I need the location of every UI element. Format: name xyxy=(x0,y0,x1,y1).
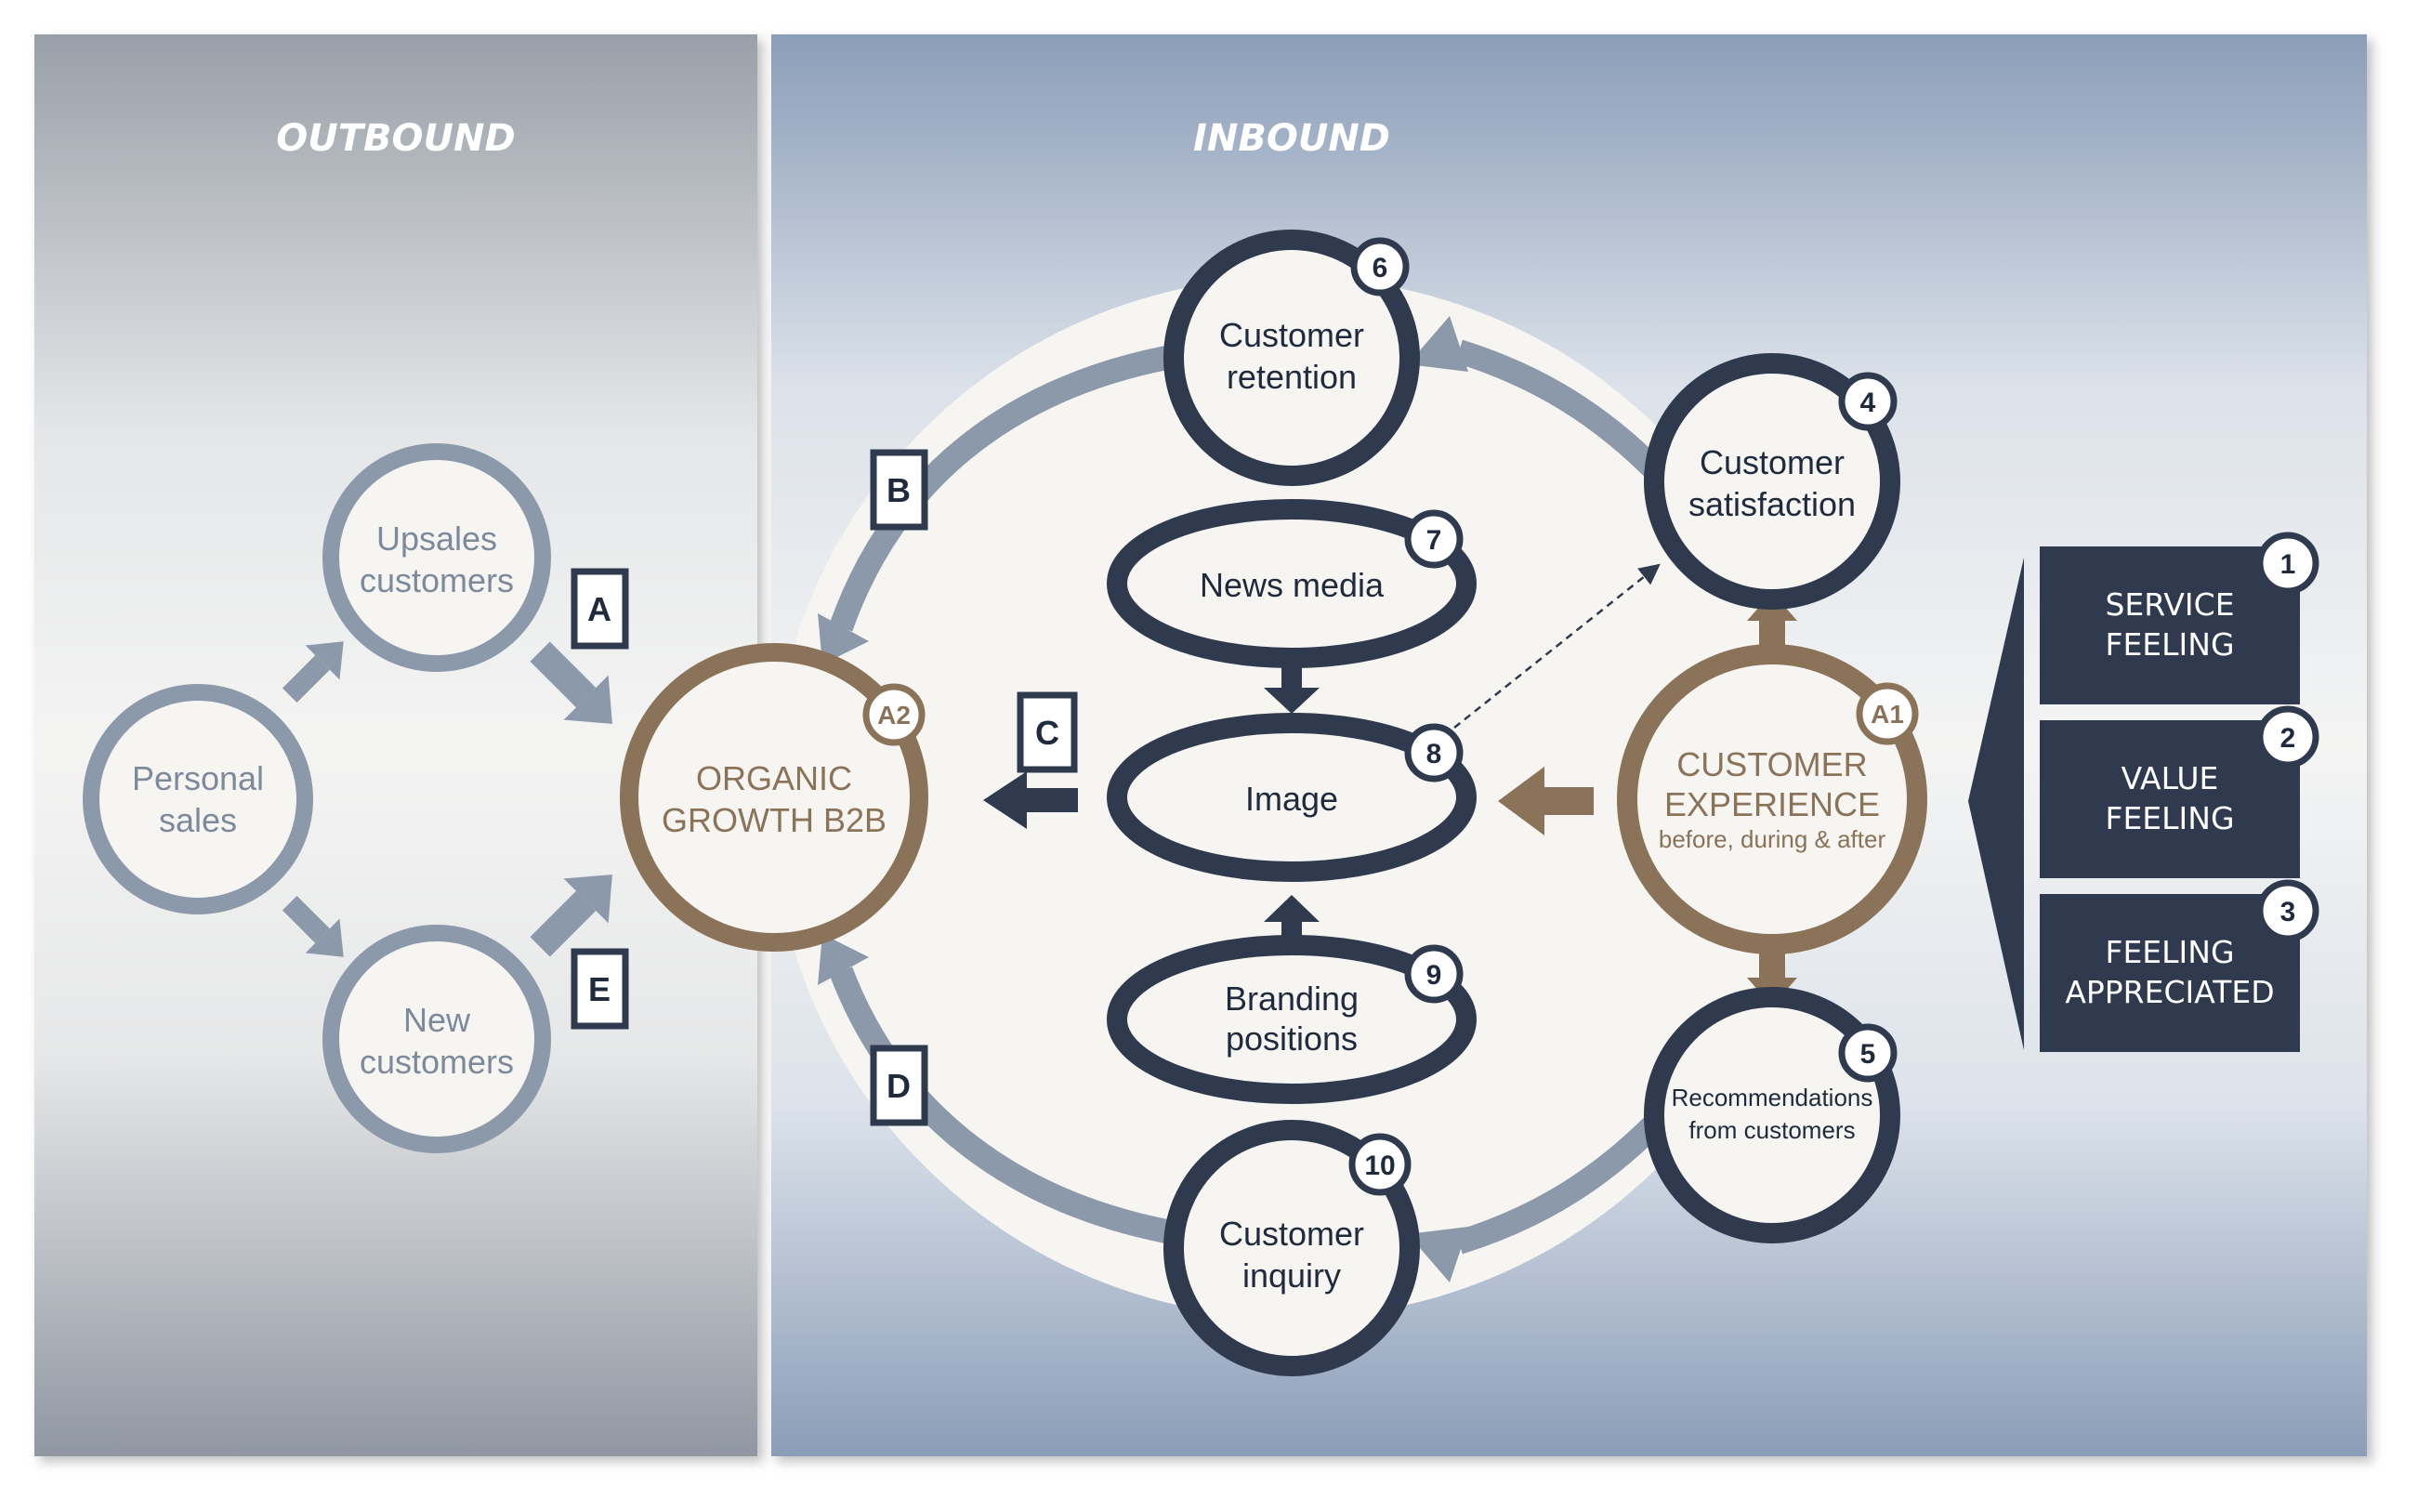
satisfaction-line2: satisfaction xyxy=(1688,485,1856,523)
news-media-label: News media xyxy=(1200,566,1385,604)
service-feeling-line1: SERVICE xyxy=(2105,586,2234,623)
cycle-arcs xyxy=(829,339,1663,1255)
satisfaction-line1: Customer xyxy=(1700,443,1845,481)
arrowhead-retention xyxy=(1408,316,1468,372)
node-customer-retention: Customer retention 6 xyxy=(1163,230,1420,486)
badge-6: 6 xyxy=(1373,253,1388,283)
badge-9: 9 xyxy=(1426,960,1442,991)
new-customers-line2: customers xyxy=(360,1043,514,1081)
badge-7: 7 xyxy=(1426,525,1442,556)
badge-8: 8 xyxy=(1426,739,1442,769)
badge-5: 5 xyxy=(1860,1039,1876,1070)
arrow-c xyxy=(983,771,1078,829)
retention-line1: Customer xyxy=(1219,316,1364,354)
arc-inquiry-to-growth xyxy=(829,966,1169,1243)
node-customer-experience: CUSTOMER EXPERIENCE before, during & aft… xyxy=(1617,644,1927,954)
label-b: B xyxy=(870,449,928,531)
feeling-appreciated: FEELING APPRECIATED 3 xyxy=(2040,879,2319,1052)
arrowhead-b xyxy=(818,613,869,664)
appreciated-feeling-line1: FEELING xyxy=(2105,934,2234,970)
experience-subtitle: before, during & after xyxy=(1659,825,1886,853)
svg-text:E: E xyxy=(588,970,611,1008)
svg-text:A: A xyxy=(587,590,611,628)
label-a: A xyxy=(571,568,629,650)
node-upsales-customers: Upsales customers xyxy=(322,443,551,672)
arc-recommendations-to-inquiry xyxy=(1455,1115,1663,1255)
arrowhead-d xyxy=(818,934,869,985)
node-news-media: News media 7 xyxy=(1107,499,1477,668)
value-feeling-line2: FEELING xyxy=(2105,800,2234,836)
svg-text:C: C xyxy=(1035,714,1059,752)
arrowhead-inquiry xyxy=(1408,1227,1468,1282)
personal-sales-line1: Personal xyxy=(132,759,264,797)
recommendations-line2: from customers xyxy=(1688,1116,1855,1144)
badge-10: 10 xyxy=(1364,1150,1395,1181)
node-branding-positions: Branding positions 9 xyxy=(1107,935,1477,1104)
label-c: C xyxy=(1017,691,1078,773)
image-label: Image xyxy=(1245,780,1338,818)
badge-3: 3 xyxy=(2280,897,2296,927)
new-customers-line1: New xyxy=(403,1001,471,1039)
experience-line2: EXPERIENCE xyxy=(1664,785,1880,823)
inbound-title: INBOUND xyxy=(1193,117,1390,160)
experience-badge: A1 xyxy=(1871,700,1904,729)
svg-text:D: D xyxy=(887,1067,911,1105)
organic-line1: ORGANIC xyxy=(696,759,852,797)
upsales-line2: customers xyxy=(360,561,514,599)
upsales-line1: Upsales xyxy=(376,519,497,558)
value-feeling-line1: VALUE xyxy=(2121,760,2219,796)
organic-line2: GROWTH B2B xyxy=(662,801,887,839)
outbound-arrows xyxy=(282,641,612,957)
badge-2: 2 xyxy=(2280,723,2296,754)
inquiry-line2: inquiry xyxy=(1242,1256,1341,1295)
node-new-customers: New customers xyxy=(322,925,551,1153)
node-customer-inquiry: Customer inquiry 10 xyxy=(1163,1120,1420,1376)
node-organic-growth: ORGANIC GROWTH B2B A2 xyxy=(620,643,928,952)
branding-line1: Branding xyxy=(1225,980,1359,1018)
node-personal-sales: Personal sales xyxy=(83,684,313,914)
badge-1: 1 xyxy=(2280,549,2296,580)
recommendations-line1: Recommendations xyxy=(1672,1084,1873,1111)
node-recommendations: Recommendations from customers 5 xyxy=(1644,987,1900,1243)
node-customer-satisfaction: Customer satisfaction 4 xyxy=(1644,353,1900,610)
dashed-arrow-image-to-satisfaction xyxy=(1453,563,1661,729)
node-image: Image 8 xyxy=(1107,713,1477,882)
arc-retention-to-growth xyxy=(829,346,1169,632)
svg-text:B: B xyxy=(887,471,911,509)
label-e: E xyxy=(571,948,629,1030)
arc-satisfaction-to-retention xyxy=(1455,339,1663,479)
outbound-title: OUTBOUND xyxy=(276,117,515,160)
feeling-service: SERVICE FEELING 1 xyxy=(2040,532,2319,704)
service-feeling-line2: FEELING xyxy=(2105,626,2234,663)
branding-line2: positions xyxy=(1226,1019,1358,1058)
feeling-value: VALUE FEELING 2 xyxy=(2040,705,2319,878)
organic-badge: A2 xyxy=(877,701,911,730)
inquiry-line1: Customer xyxy=(1219,1215,1364,1253)
retention-line2: retention xyxy=(1227,358,1357,396)
personal-sales-line2: sales xyxy=(159,801,237,839)
arrow-experience-to-image xyxy=(1498,767,1594,835)
label-d: D xyxy=(870,1045,928,1126)
badge-4: 4 xyxy=(1860,388,1876,418)
experience-line1: CUSTOMER xyxy=(1676,745,1867,783)
feelings-wedge xyxy=(1968,558,2024,1050)
appreciated-feeling-line2: APPRECIATED xyxy=(2065,974,2274,1010)
